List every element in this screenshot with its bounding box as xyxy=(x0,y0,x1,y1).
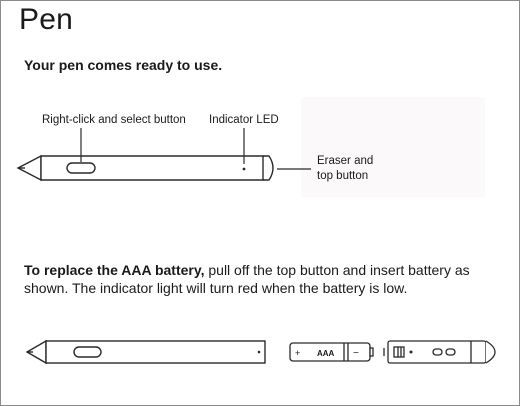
pen-illustration xyxy=(16,154,274,182)
right-click-button-shape xyxy=(66,162,96,174)
battery-plus: + xyxy=(295,348,300,358)
indicator-led-label: Indicator LED xyxy=(209,114,279,126)
eraser-cap-assembly xyxy=(383,340,496,364)
bottom-pen-led xyxy=(257,350,261,354)
aaa-battery xyxy=(289,342,374,362)
battery-instructions: To replace the AAA battery, pull off the… xyxy=(24,261,504,297)
right-click-button-label: Right-click and select button xyxy=(42,114,186,126)
battery-label: AAA xyxy=(317,349,335,358)
battery-minus: − xyxy=(353,348,359,359)
eraser-label-line-2: top button xyxy=(317,170,369,182)
pen-top-button xyxy=(263,155,274,181)
cap-contact-dot xyxy=(409,350,413,354)
eraser-label: Eraser and top button xyxy=(317,154,373,184)
indicator-led-dot xyxy=(242,167,246,171)
cap-dome xyxy=(485,340,496,364)
bottom-pen-body xyxy=(45,340,266,364)
instructions-body: pull off the top button and insert batte… xyxy=(24,262,470,296)
battery-terminal xyxy=(369,347,374,357)
cap-clip-slot xyxy=(393,346,405,358)
eraser-label-line-1: Eraser and xyxy=(317,155,374,167)
cap-oval-1 xyxy=(432,348,443,356)
diagram-background xyxy=(301,97,485,197)
cap-oval-2 xyxy=(445,348,456,356)
bottom-pen-side-button xyxy=(73,346,102,358)
page-subtitle: Your pen comes ready to use. xyxy=(24,57,223,73)
page-title: Pen xyxy=(19,3,73,36)
instructions-bold-lead: To replace the AAA battery, xyxy=(24,262,205,278)
